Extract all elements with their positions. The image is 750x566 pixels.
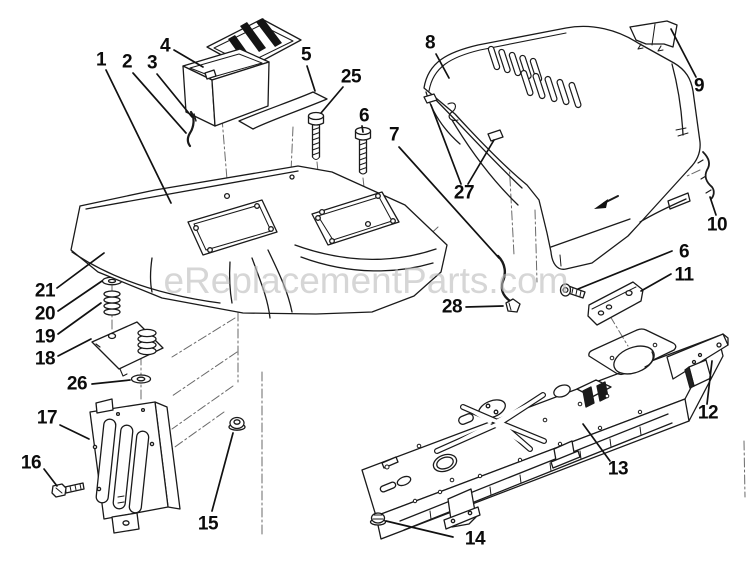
hood-vents [487,45,582,109]
bolt-6-top [354,126,372,175]
callout-9: 9 [693,75,705,97]
hood-arrow [594,195,619,209]
callout-12: 12 [697,402,719,424]
callout-6-lower: 6 [678,241,690,263]
callout-18: 18 [34,348,56,370]
callout-21: 21 [34,280,56,302]
flange-nut-14 [369,512,387,526]
bolt-25 [307,111,325,160]
strap-bracket-11 [587,281,644,326]
callout-3: 3 [146,52,158,74]
leader-lines [43,28,717,538]
pivot-rod-7 [496,254,512,303]
callout-2: 2 [121,51,133,73]
callout-8: 8 [424,32,436,54]
callout-10: 10 [706,214,728,236]
rod-10 [697,151,715,200]
callout-27: 27 [453,182,475,204]
hood [423,25,701,270]
callout-25: 25 [340,66,362,88]
callout-7: 7 [388,124,400,146]
bolt-16 [51,482,85,498]
callout-17: 17 [36,407,58,429]
callout-4: 4 [159,35,171,57]
clip-28 [505,298,521,313]
dash-bracket [89,398,181,534]
callout-6-top: 6 [358,105,370,127]
callout-11: 11 [674,264,694,286]
callout-16: 16 [20,452,42,474]
watermark: eReplacementParts.com [163,260,569,301]
pad-strip [238,91,328,130]
bolt-6-lower [559,283,586,299]
callout-13: 13 [607,458,629,480]
chassis-frame [361,328,724,540]
callout-28: 28 [441,296,463,318]
flange-nut-15 [228,416,246,431]
callout-20: 20 [34,303,56,325]
rail-bracket [666,333,729,389]
battery-box [182,18,302,127]
callout-26: 26 [66,373,88,395]
callout-14: 14 [464,528,486,550]
callout-19: 19 [34,326,56,348]
fender-footrest-assembly [70,165,448,319]
callout-15: 15 [197,513,219,535]
callout-5: 5 [300,44,312,66]
callout-1: 1 [95,49,107,71]
latch-hook [186,110,197,148]
bracket-9 [629,20,678,52]
